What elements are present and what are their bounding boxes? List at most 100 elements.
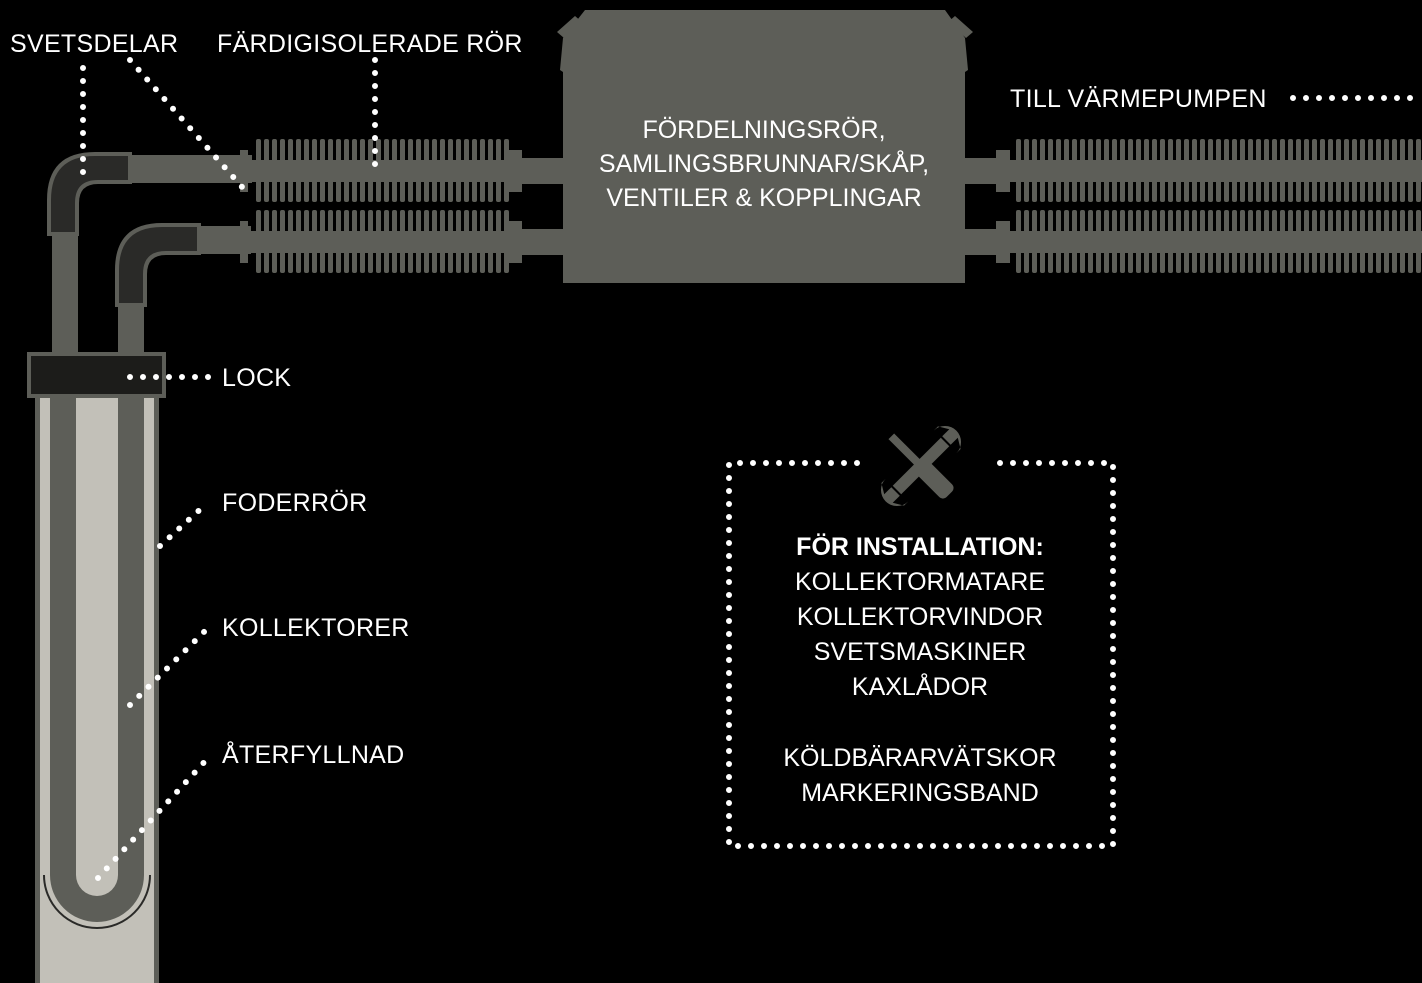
pipe-rib bbox=[1272, 210, 1277, 273]
pipe-rib bbox=[1320, 210, 1325, 273]
pipe-rib bbox=[480, 210, 485, 273]
pipe-rib bbox=[1056, 139, 1061, 202]
pipe-rib bbox=[272, 210, 277, 273]
pipe-rib bbox=[1352, 210, 1357, 273]
distribution-line-2: SAMLINGSBRUNNAR/SKÅP, bbox=[599, 148, 929, 178]
pipe-rib bbox=[1128, 210, 1133, 273]
pipe-rib bbox=[392, 210, 397, 273]
welding-parts bbox=[47, 152, 201, 307]
pipe-rib bbox=[312, 139, 317, 202]
pipe-rib bbox=[1400, 210, 1405, 273]
pipe-rib bbox=[288, 139, 293, 202]
pipe-rib bbox=[1176, 210, 1181, 273]
pipe-rib bbox=[1328, 210, 1333, 273]
pipe-rib bbox=[1416, 210, 1421, 273]
pipe-rib bbox=[280, 139, 285, 202]
pipe-rib bbox=[392, 139, 397, 202]
pipe-rib bbox=[504, 210, 509, 273]
pipe-rib bbox=[320, 139, 325, 202]
pipe-rib bbox=[1416, 139, 1421, 202]
pipe-rib bbox=[440, 210, 445, 273]
pipe-rib bbox=[1168, 210, 1173, 273]
distribution-line-3: VENTILER & KOPPLINGAR bbox=[606, 184, 921, 212]
pipe-rib bbox=[328, 139, 333, 202]
pipe-rib bbox=[448, 210, 453, 273]
pipe-rib bbox=[1208, 139, 1213, 202]
pipe-rib bbox=[1024, 210, 1029, 273]
label-preinsulated-pipes: FÄRDIGISOLERADE RÖR bbox=[217, 30, 523, 58]
pipe-rib bbox=[328, 210, 333, 273]
pipe-rib bbox=[1344, 210, 1349, 273]
pipe-rib bbox=[496, 210, 501, 273]
pipe-rib bbox=[1048, 139, 1053, 202]
pipe-rib bbox=[1304, 139, 1309, 202]
pipe-rib bbox=[1136, 139, 1141, 202]
pipe-rib bbox=[1288, 210, 1293, 273]
pipe-rib bbox=[1352, 139, 1357, 202]
pipe-rib bbox=[488, 210, 493, 273]
pipe-rib bbox=[1016, 210, 1021, 273]
installation-item: KOLLEKTORMATARE bbox=[795, 568, 1045, 596]
pipe-rib bbox=[1208, 210, 1213, 273]
upper-elbow bbox=[47, 152, 132, 236]
pipe-rib bbox=[1240, 210, 1245, 273]
pipe-rib bbox=[1312, 139, 1317, 202]
pipe-rib bbox=[1200, 139, 1205, 202]
pipe-rib bbox=[1064, 210, 1069, 273]
pipe-rib bbox=[464, 139, 469, 202]
pipe-rib bbox=[1032, 139, 1037, 202]
pipe-rib bbox=[408, 139, 413, 202]
pipe-rib bbox=[264, 139, 269, 202]
pipe-rib bbox=[1320, 139, 1325, 202]
pipe-rib bbox=[1384, 210, 1389, 273]
pipe-rib bbox=[1336, 210, 1341, 273]
label-welding-parts: SVETSDELAR bbox=[10, 30, 178, 58]
pipe-rib bbox=[480, 139, 485, 202]
pipe-rib bbox=[440, 139, 445, 202]
pipe-rib bbox=[1280, 210, 1285, 273]
pipe-rib bbox=[1096, 139, 1101, 202]
pipe-rib bbox=[304, 139, 309, 202]
pipe-rib bbox=[1384, 139, 1389, 202]
pipe-rib bbox=[312, 210, 317, 273]
pipe-rib bbox=[376, 210, 381, 273]
leader-casing bbox=[157, 502, 208, 549]
pipe-rib bbox=[400, 210, 405, 273]
pipe-rib bbox=[464, 210, 469, 273]
pipe-rib bbox=[456, 139, 461, 202]
pipe-rib bbox=[1144, 139, 1149, 202]
leader-collectors bbox=[127, 625, 211, 708]
pipe-rib bbox=[1144, 210, 1149, 273]
pipe-rib bbox=[1096, 210, 1101, 273]
pipe-rib bbox=[416, 139, 421, 202]
pipe-rib bbox=[1184, 139, 1189, 202]
pipe-rib bbox=[280, 210, 285, 273]
pipe-rib bbox=[1400, 139, 1405, 202]
tools-icon bbox=[880, 425, 962, 507]
pipe-rib bbox=[360, 210, 365, 273]
pipe-rib bbox=[1296, 139, 1301, 202]
pipe-rib bbox=[1232, 139, 1237, 202]
pipe-rib bbox=[1024, 139, 1029, 202]
pipe-rib bbox=[1112, 210, 1117, 273]
pipe-rib bbox=[488, 139, 493, 202]
pipe-rib bbox=[1200, 210, 1205, 273]
pipe-rib bbox=[1336, 139, 1341, 202]
pipe-rib bbox=[1248, 139, 1253, 202]
pipe-rib bbox=[288, 210, 293, 273]
pipe-rib bbox=[1040, 210, 1045, 273]
pipe-rib bbox=[376, 139, 381, 202]
pipe-rib bbox=[384, 210, 389, 273]
pipe-rib bbox=[1232, 210, 1237, 273]
pipe-rib bbox=[336, 210, 341, 273]
pipe-rib bbox=[1104, 139, 1109, 202]
pipe-rib bbox=[1016, 139, 1021, 202]
pipe-rib bbox=[1256, 139, 1261, 202]
pipe-rib bbox=[1408, 139, 1413, 202]
preinsulated-pipe-lower-left bbox=[240, 210, 510, 273]
pipe-rib bbox=[1032, 210, 1037, 273]
label-lid: LOCK bbox=[222, 364, 291, 392]
pipe-rib bbox=[344, 210, 349, 273]
leader-backfill bbox=[95, 755, 211, 881]
pipe-rib bbox=[1376, 139, 1381, 202]
